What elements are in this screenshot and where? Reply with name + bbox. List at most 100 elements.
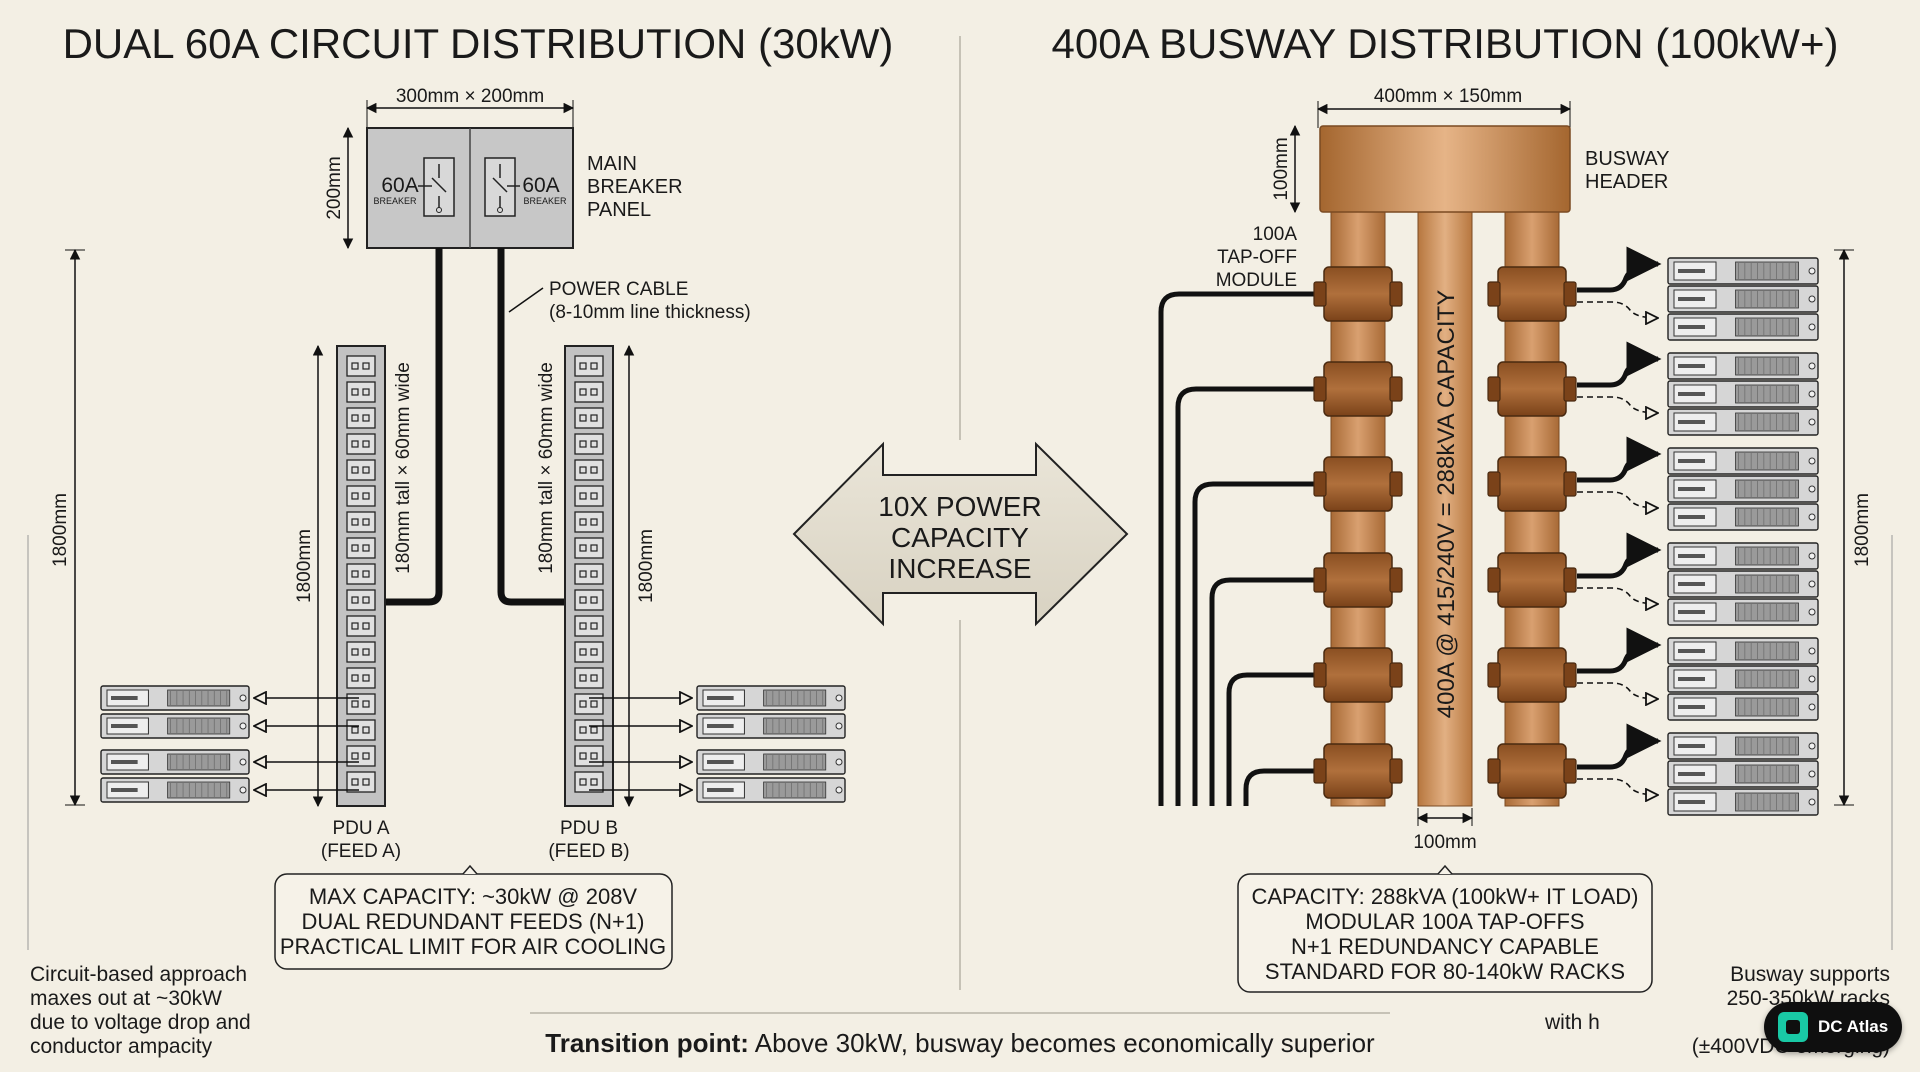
pdu-outlet bbox=[346, 719, 376, 741]
server-unit bbox=[696, 777, 846, 803]
tap-cable bbox=[1577, 436, 1662, 483]
tap-off-module bbox=[1487, 266, 1577, 322]
server-unit bbox=[1667, 380, 1819, 408]
svg-text:(FEED B): (FEED B) bbox=[548, 841, 629, 862]
pdu-outlet bbox=[346, 433, 376, 455]
pdu-outlet bbox=[346, 589, 376, 611]
tap-cable bbox=[1577, 723, 1662, 770]
tapoff-label: 100A TAP-OFF MODULE bbox=[1216, 224, 1298, 291]
svg-text:HEADER: HEADER bbox=[1585, 171, 1668, 193]
pdu-outlet bbox=[574, 641, 604, 663]
tap-cable-redundant bbox=[1577, 301, 1658, 318]
pdu-outlet bbox=[346, 771, 376, 793]
left-note: Circuit-based approach maxes out at ~30k… bbox=[30, 963, 251, 1058]
busway-header bbox=[1319, 125, 1571, 213]
tap-cable bbox=[1577, 627, 1662, 674]
tap-cable-redundant bbox=[1577, 778, 1658, 795]
tap-cable-redundant bbox=[1577, 396, 1658, 413]
tap-off-module bbox=[1487, 456, 1577, 512]
servers-feed-a bbox=[100, 685, 359, 803]
left-title: DUAL 60A CIRCUIT DISTRIBUTION (30kW) bbox=[63, 20, 894, 67]
svg-text:MODULAR 100A TAP-OFFS: MODULAR 100A TAP-OFFS bbox=[1305, 909, 1584, 934]
svg-text:100mm: 100mm bbox=[1413, 832, 1476, 853]
pdu-outlet bbox=[346, 459, 376, 481]
svg-text:STANDARD FOR 80-140kW RACKS: STANDARD FOR 80-140kW RACKS bbox=[1265, 959, 1625, 984]
server-unit bbox=[100, 749, 250, 775]
tap-cable-redundant bbox=[1577, 491, 1658, 508]
dc-atlas-badge[interactable]: DC Atlas bbox=[1764, 1002, 1902, 1052]
svg-text:PDU A: PDU A bbox=[332, 818, 389, 839]
svg-text:due to voltage drop and: due to voltage drop and bbox=[30, 1011, 251, 1034]
server-unit bbox=[1667, 257, 1819, 285]
right-overall-height-dimension: 1800mm bbox=[1834, 248, 1873, 807]
pdu-outlet bbox=[346, 745, 376, 767]
server-unit bbox=[696, 685, 846, 711]
tap-cable-redundant bbox=[1577, 682, 1658, 699]
pdu-outlet bbox=[574, 693, 604, 715]
svg-text:conductor ampacity: conductor ampacity bbox=[30, 1035, 213, 1058]
pdu-outlet bbox=[574, 615, 604, 637]
pdu-outlet bbox=[574, 355, 604, 377]
pdu-b-label: PDU B (FEED B) bbox=[548, 818, 629, 862]
pdu-outlet bbox=[574, 511, 604, 533]
server-unit bbox=[1667, 788, 1819, 816]
tap-cable bbox=[1577, 341, 1662, 388]
server-unit bbox=[1667, 637, 1819, 665]
svg-text:MAX CAPACITY: ~30kW @ 208V: MAX CAPACITY: ~30kW @ 208V bbox=[309, 884, 638, 909]
pdu-outlet bbox=[346, 355, 376, 377]
svg-text:BREAKER: BREAKER bbox=[373, 196, 417, 206]
svg-text:180mm tall × 60mm wide: 180mm tall × 60mm wide bbox=[536, 362, 557, 574]
left-capacity-box: MAX CAPACITY: ~30kW @ 208V DUAL REDUNDAN… bbox=[274, 864, 673, 970]
pdu-outlet bbox=[574, 459, 604, 481]
server-unit bbox=[1667, 475, 1819, 503]
panel-width-dimension: 300mm × 200mm bbox=[365, 86, 575, 128]
pdu-outlet bbox=[574, 433, 604, 455]
busway-header-label: BUSWAY HEADER bbox=[1585, 148, 1669, 193]
svg-text:PDU B: PDU B bbox=[560, 818, 618, 839]
svg-text:PRACTICAL LIMIT FOR AIR COOLIN: PRACTICAL LIMIT FOR AIR COOLING bbox=[280, 934, 666, 959]
svg-text:TAP-OFF: TAP-OFF bbox=[1217, 247, 1297, 268]
busbar-capacity-text: 400A @ 415/240V = 288kVA CAPACITY bbox=[1433, 290, 1460, 718]
tap-cable bbox=[1577, 246, 1662, 293]
tap-off-module bbox=[1313, 266, 1403, 322]
right-capacity-box: CAPACITY: 288kVA (100kW+ IT LOAD) MODULA… bbox=[1237, 864, 1653, 993]
server-unit bbox=[1667, 665, 1819, 693]
svg-text:CAPACITY: CAPACITY bbox=[891, 522, 1029, 553]
svg-text:300mm × 200mm: 300mm × 200mm bbox=[396, 86, 544, 107]
pdu-outlet bbox=[346, 381, 376, 403]
tap-off-module bbox=[1313, 361, 1403, 417]
server-unit bbox=[100, 713, 250, 739]
server-unit bbox=[696, 749, 846, 775]
svg-text:1800mm: 1800mm bbox=[1852, 493, 1873, 567]
svg-text:MAIN: MAIN bbox=[587, 153, 637, 175]
svg-text:PANEL: PANEL bbox=[587, 199, 651, 221]
svg-text:BREAKER: BREAKER bbox=[587, 176, 683, 198]
pdu-outlet bbox=[346, 615, 376, 637]
svg-text:POWER CABLE: POWER CABLE bbox=[549, 279, 688, 300]
svg-text:Circuit-based approach: Circuit-based approach bbox=[30, 963, 247, 986]
pdu-outlet bbox=[574, 485, 604, 507]
footer-transition: Transition point: Above 30kW, busway bec… bbox=[545, 1028, 1375, 1058]
pdu-outlet bbox=[346, 563, 376, 585]
server-unit bbox=[100, 777, 250, 803]
server-unit bbox=[1667, 570, 1819, 598]
svg-text:with h: with h bbox=[1544, 1011, 1600, 1034]
header-height-dimension: 100mm bbox=[1271, 124, 1301, 214]
pdu-outlet bbox=[346, 693, 376, 715]
svg-text:200mm: 200mm bbox=[324, 156, 345, 219]
tap-off-module bbox=[1313, 456, 1403, 512]
badge-label: DC Atlas bbox=[1818, 1017, 1889, 1036]
svg-text:10X POWER: 10X POWER bbox=[878, 491, 1041, 522]
dc-atlas-logo-icon bbox=[1778, 1012, 1808, 1042]
pdu-outlet bbox=[346, 667, 376, 689]
breaker-b: 60A BREAKER bbox=[484, 157, 567, 217]
svg-text:BREAKER: BREAKER bbox=[523, 196, 567, 206]
tap-off-module bbox=[1487, 361, 1577, 417]
tap-off-modules bbox=[1313, 266, 1577, 799]
pdu-outlet bbox=[574, 537, 604, 559]
svg-text:BUSWAY: BUSWAY bbox=[1585, 148, 1669, 170]
svg-text:60A: 60A bbox=[381, 174, 418, 197]
server-unit bbox=[1667, 313, 1819, 341]
pdu-outlet bbox=[574, 771, 604, 793]
